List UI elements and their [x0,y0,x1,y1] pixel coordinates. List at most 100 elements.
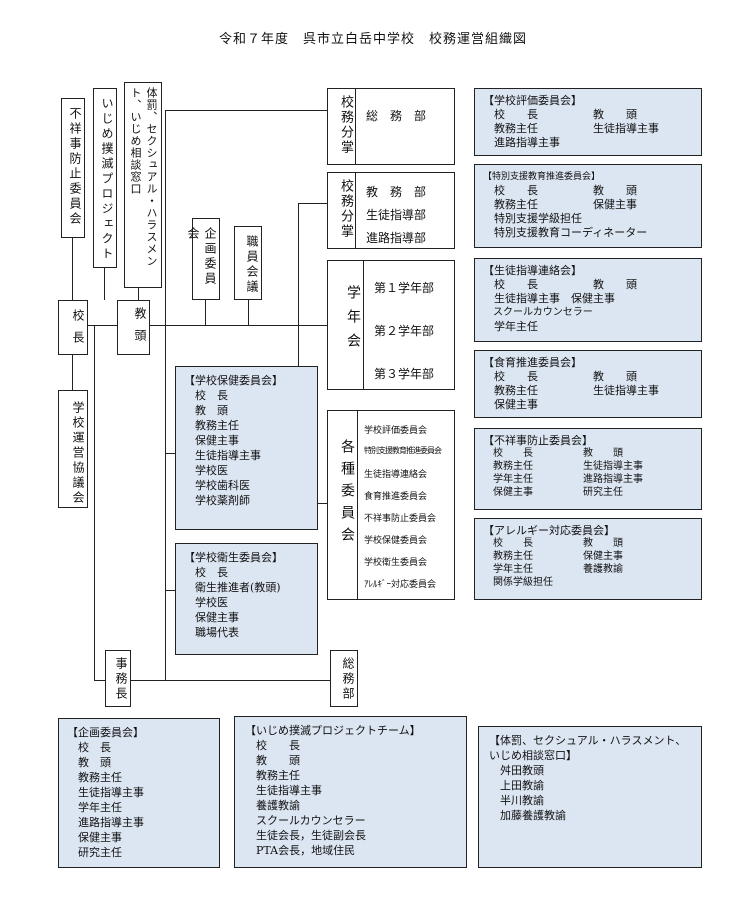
panel-row: 教務主任 [184,419,239,432]
somubu-bottom-box: 総務部 [330,650,358,707]
panel-tokushi: 【特別支援教育推進委員会】 校 長 教 頭 教務主任 保健主事 特別支援学級担任… [474,164,702,248]
panel-row: 校 長 [67,741,111,754]
connector [298,203,299,325]
connector [94,325,95,680]
panel-row: 学年主任 [483,320,538,333]
panel-allergy: 【アレルギー対応委員会】 校 長 教 頭 教務主任 保健主事 学年主任 養護教諭… [474,518,702,600]
panel-row: 校 長 教 頭 [483,184,637,197]
panel-hoken: 【学校保健委員会】 校 長 教 頭 教務主任 保健主事 生徒指導主事 学校医 学… [175,366,318,530]
connector [165,590,175,591]
gakko-unei-box: 学校運営協議会 [58,390,88,508]
panel-row: 生徒指導主事 [245,784,322,797]
panel-row: 学年主任 [67,801,122,814]
panel-row: 養護教諭 [245,799,300,812]
panel-row: 舛田教頭 [489,764,544,777]
gakunen-item: 第２学年部 [374,324,435,338]
panel-title: 【特別支援教育推進委員会】 [483,172,601,182]
koumu2-item: 生徒指導部 [366,208,427,222]
panel-row: 保健主事 [483,398,538,411]
panel-eisei: 【学校衛生委員会】 校 長 衛生推進者(教頭) 学校医 保健主事 職場代表 [175,543,318,655]
panel-title: 【生徒指導連絡会】 [483,264,582,277]
kyoto-box: 教頭 [117,300,150,355]
panel-row: 教務主任 保健主事 [483,551,623,562]
panel-row: 校 長 教 頭 [483,448,623,459]
panel-row: 生徒指導主事 [67,786,144,799]
panel-row: 教 頭 [184,404,228,417]
kakushu-item: 不祥事防止委員会 [364,514,437,524]
panel-shokuiku: 【食育推進委員会】 校 長 教 頭 教務主任 生徒指導主事 保健主事 [474,350,702,418]
panel-row: 学年主任 進路指導主事 [483,474,643,485]
gakunen-item: 第１学年部 [374,281,435,295]
panel-title: 【食育推進委員会】 [483,356,582,369]
panel-row: 加藤養護教諭 [489,809,566,822]
koumu1-label: 校務分掌 [328,89,356,164]
panel-taibatsu: 【体罰、セクシュアル・ハラスメント、いじめ相談窓口】 舛田教頭 上田教諭 半川教… [478,726,702,868]
koumu1-box: 校務分掌 総 務 部 [327,88,455,165]
panel-title: 【学校保健委員会】 [184,374,283,387]
koumu2-box: 校務分掌 教 務 部 生徒指導部 進路指導部 [327,172,455,249]
page-title: 令和７年度 呉市立白岳中学校 校務運営組織図 [218,32,527,47]
panel-row: スクールカウンセラー [245,814,366,827]
panel-row: 校 長 教 頭 [483,108,637,121]
connector [165,110,327,111]
panel-row: 教務主任 生徒指導主事 [483,461,643,472]
kakushu-item: 学校評価委員会 [364,426,428,436]
panel-row: 特別支援学級担任 [483,212,582,225]
panel-row: 校 長 [184,389,228,402]
connector [138,288,139,300]
koumu1-item: 総 務 部 [366,109,427,123]
panel-row: 校 長 [245,739,300,752]
panel-row: 校 長 教 頭 [483,538,623,549]
panel-row: 教 頭 [67,756,111,769]
connector [88,325,117,326]
koumu2-item: 進路指導部 [366,231,427,245]
panel-row: 関係学級担任 [483,577,553,588]
kakushu-label: 各種委員会 [328,411,358,599]
panel-row: 保健主事 [67,831,122,844]
connector [150,325,327,326]
panel-row: 特別支援教育コーディネーター [483,226,648,239]
panel-fushoji: 【不祥事防止委員会】 校 長 教 頭 教務主任 生徒指導主事 学年主任 進路指導… [474,428,702,510]
ijime-left-box: いじめ撲滅プロジェクト [93,88,117,268]
panel-row: 保健主事 研究主任 [483,487,623,498]
panel-row: 研究主任 [67,846,122,859]
taibatsu-left-box: 体罰、セクシュアル・ハラスメント、いじめ相談窓口 [124,82,162,288]
panel-row: 校 長 教 頭 [483,370,637,383]
connector [104,268,105,300]
panel-title: 【企画委員会】 [67,726,144,739]
panel-row: 生徒指導主事 保健主事 [483,292,615,305]
panel-row: 半川教諭 [489,794,544,807]
shokuin-v-box: 職員会議 [234,226,262,300]
kakushu-box: 各種委員会 学校評価委員会 特別支援教育推進委員会 生徒指導連絡会 食育推進委員… [327,410,455,600]
connector [130,680,330,681]
panel-title: 【学校衛生委員会】 [184,551,283,564]
gakunen-box: 学年会 第１学年部 第２学年部 第３学年部 [327,260,455,390]
connector [298,203,327,204]
panel-title: 【いじめ撲滅プロジェクトチーム】 [245,724,421,737]
panel-seito: 【生徒指導連絡会】 校 長 教 頭 生徒指導主事 保健主事 スクールカウンセラー… [474,258,702,342]
panel-row: 校 長 教 頭 [483,278,637,291]
kakushu-item: 生徒指導連絡会 [364,470,428,480]
kakushu-item: ｱﾚﾙｷﾞｰ対応委員会 [364,580,437,590]
kikaku-v-box: 企画委員会 [186,218,220,300]
panel-row: 学校医 [184,464,228,477]
panel-row: 学校医 [184,596,228,609]
panel-row: 教務主任 [245,769,300,782]
panel-title: 【不祥事防止委員会】 [483,434,593,447]
connector [205,300,206,325]
panel-row: 教 頭 [245,754,300,767]
connector [248,300,249,325]
panel-row: 上田教諭 [489,779,544,792]
gakunen-item: 第３学年部 [374,367,435,381]
connector [165,110,166,680]
kakushu-item: 学校保健委員会 [364,536,428,546]
panel-row: 教務主任 生徒指導主事 [483,122,659,135]
panel-row: 生徒会長，生徒副会長 [245,829,366,842]
kakushu-item: 学校衛生委員会 [364,558,428,568]
panel-row: 衛生推進者(教頭) [184,581,281,594]
panel-title: 【学校評価委員会】 [483,94,582,107]
panel-row: 生徒指導主事 [184,449,261,462]
panel-ijime: 【いじめ撲滅プロジェクトチーム】 校 長 教 頭 教務主任 生徒指導主事 養護教… [234,716,467,868]
panel-row: PTA会長，地域住民 [245,844,356,857]
koumu2-item: 教 務 部 [366,185,427,199]
